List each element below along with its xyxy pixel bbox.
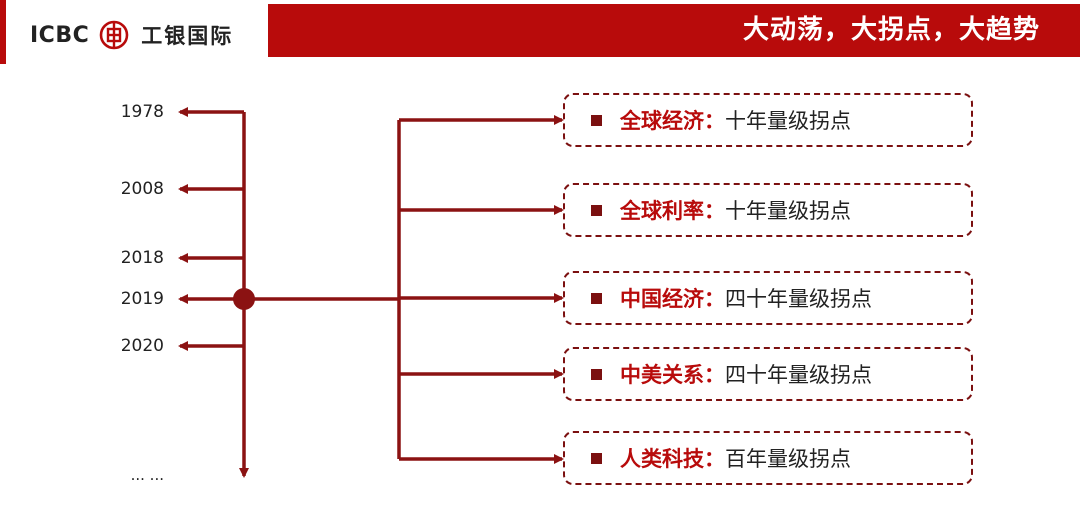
turning-point-label: 全球利率 (620, 199, 704, 223)
square-bullet-icon (591, 114, 602, 126)
turning-point-label: 中国经济 (620, 287, 704, 311)
turning-point-colon: ： (704, 363, 725, 387)
year-ellipsis: ... ... (130, 466, 164, 484)
turning-point-label: 中美关系 (620, 363, 704, 387)
turning-point-colon: ： (704, 287, 725, 311)
turning-point-colon: ： (704, 109, 725, 133)
turning-point-box: 中国经济 ： 四十年量级拐点 (563, 271, 973, 325)
title-banner: 大动荡，大拐点，大趋势 (268, 4, 1080, 57)
page-title: 大动荡，大拐点，大趋势 (742, 15, 1040, 45)
square-bullet-icon (591, 204, 602, 216)
current-year-node (233, 288, 255, 310)
turning-point-description: 十年量级拐点 (725, 199, 851, 223)
header-left-rule (0, 0, 6, 64)
turning-point-label: 人类科技 (620, 447, 704, 471)
logo-text: ICBC (30, 22, 90, 48)
turning-point-box: 人类科技 ： 百年量级拐点 (563, 431, 973, 485)
year-label-2020: 2020 (120, 336, 164, 356)
turning-point-box: 全球经济 ： 十年量级拐点 (563, 93, 973, 147)
square-bullet-icon (591, 368, 602, 380)
year-label-1978: 1978 (120, 102, 164, 122)
turning-point-description: 十年量级拐点 (725, 109, 851, 133)
year-label-2018: 2018 (120, 248, 164, 268)
year-label-2008: 2008 (120, 179, 164, 199)
header: ICBC 工银国际 大动荡，大拐点，大趋势 (0, 0, 1080, 64)
turning-point-description: 四十年量级拐点 (725, 363, 872, 387)
icbc-coin-logo-icon (99, 20, 129, 50)
turning-point-box: 全球利率 ： 十年量级拐点 (563, 183, 973, 237)
turning-point-box: 中美关系 ： 四十年量级拐点 (563, 347, 973, 401)
turning-point-label: 全球经济 (620, 109, 704, 133)
turning-point-colon: ： (704, 199, 725, 223)
turning-point-description: 百年量级拐点 (725, 447, 851, 471)
turning-point-description: 四十年量级拐点 (725, 287, 872, 311)
year-label-2019: 2019 (120, 289, 164, 309)
logo-chinese-name: 工银国际 (141, 24, 234, 48)
square-bullet-icon (591, 452, 602, 464)
turning-point-colon: ： (704, 447, 725, 471)
square-bullet-icon (591, 292, 602, 304)
company-logo: ICBC 工银国际 (30, 14, 233, 56)
